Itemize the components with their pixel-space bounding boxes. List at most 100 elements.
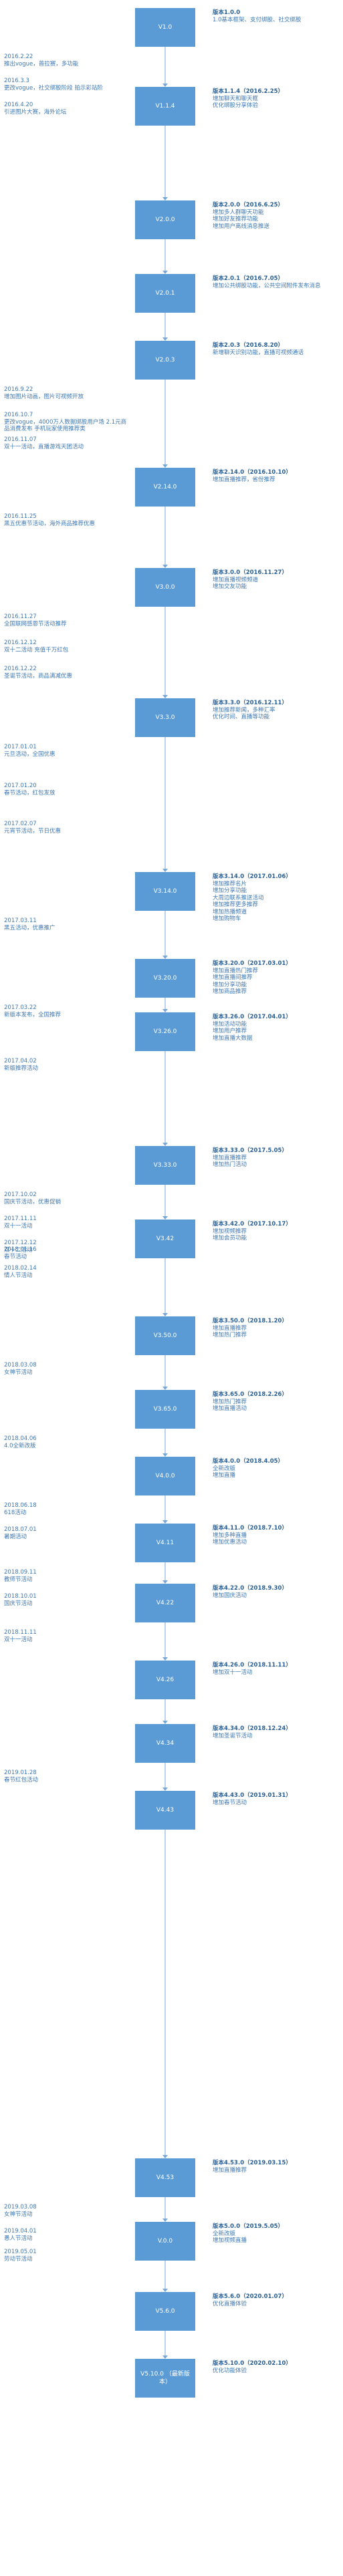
version-note-text: 增加直播视频频道 增加交友功能 bbox=[213, 576, 259, 591]
version-note-title: 版本2.0.1（2016.7.05） bbox=[213, 275, 284, 282]
version-note-text: 新增聊天识别功能，直播可视频通话 bbox=[213, 349, 304, 356]
version-node: V2.0.3 bbox=[135, 341, 195, 380]
version-note: 版本3.0.0（2016.11.27）增加直播视频频道 增加交友功能 bbox=[213, 569, 333, 591]
version-node: V5.10.0 （最新版本） bbox=[135, 2359, 195, 2398]
version-note-text: 增加视频推荐 增加会员功能 bbox=[213, 1228, 247, 1242]
version-note: 版本5.10.0（2020.02.10）优化功能体验 bbox=[213, 2360, 333, 2374]
timeline-connectors bbox=[162, 47, 168, 2359]
version-note: 版本3.26.0（2017.04.01）增加活动功能 增加用户推荐 增加直播大数… bbox=[213, 1014, 333, 1042]
event-note: 2016.12.22 圣诞节活动，商品满减优惠 bbox=[4, 666, 73, 680]
version-note-title: 版本3.33.0（2017.5.05） bbox=[213, 1147, 288, 1154]
version-note-text: 增加推荐新闻，多种汇率 优化时间、直播等功能 bbox=[213, 706, 275, 721]
version-node: V4.11 bbox=[135, 1524, 195, 1562]
version-note: 版本3.14.0（2017.01.06）增加推荐名片 增加分享功能 大周边联系推… bbox=[213, 873, 333, 923]
version-note-text: 全新改版 增加视频直播 bbox=[213, 2230, 247, 2245]
version-note: 版本4.53.0（2019.03.15）增加直播推荐 bbox=[213, 2160, 333, 2174]
connector-arrow bbox=[162, 1721, 168, 1724]
connector-arrow bbox=[162, 1216, 168, 1220]
event-note: 2016.2.22 推出vogue，普拉赛，多功能 bbox=[4, 53, 79, 67]
event-note: 2016.11.25 黑五优惠节活动，海外商品推荐优惠 bbox=[4, 513, 96, 527]
event-note: 2019.01.28 春节红包活动 bbox=[4, 1769, 39, 1783]
version-node: V3.42 bbox=[135, 1220, 195, 1258]
event-note: 2018.07.01 暑期活动 bbox=[4, 1526, 37, 1540]
version-note: 版本3.3.0（2016.12.11）增加推荐新闻，多种汇率 优化时间、直播等功… bbox=[213, 700, 333, 721]
version-note-title: 版本4.43.0（2019.01.31） bbox=[213, 1792, 292, 1799]
version-note-title: 版本4.26.0（2018.11.11） bbox=[213, 1662, 292, 1669]
version-note: 版本5.6.0（2020.01.07）优化直播体验 bbox=[213, 2293, 333, 2307]
version-note-text: 增加公共绑股功能，公共空间附件发布消息 bbox=[213, 282, 321, 289]
version-note: 版本2.0.0（2016.6.25）增加多人群聊天功能 增加好友推荐功能 增加用… bbox=[213, 202, 333, 230]
version-note: 版本4.0.0（2018.4.05）全新改版 增加直播 bbox=[213, 1458, 333, 1479]
version-note-title: 版本3.0.0（2016.11.27） bbox=[213, 569, 288, 576]
version-node: V4.43 bbox=[135, 1791, 195, 1830]
connector-arrow bbox=[162, 2155, 168, 2158]
version-note: 版本4.11.0（2018.7.10）增加多种直播 增加优惠活动 bbox=[213, 1525, 333, 1546]
version-note-title: 版本3.42.0（2017.10.17） bbox=[213, 1221, 292, 1228]
version-note-title: 版本2.0.0（2016.6.25） bbox=[213, 202, 284, 208]
event-note: 2017.01.20 春节活动，红包发放 bbox=[4, 782, 55, 797]
version-note: 版本2.14.0（2016.10.10）增加直播推荐，省份推荐 bbox=[213, 469, 333, 483]
version-note-title: 版本4.22.0（2018.9.30） bbox=[213, 1585, 288, 1592]
version-node: V4.53 bbox=[135, 2158, 195, 2197]
version-note-text: 增加直播推荐 增加热门活动 bbox=[213, 1154, 247, 1169]
version-note: 版本4.43.0（2019.01.31）增加春节活动 bbox=[213, 1792, 333, 1806]
version-note: 版本3.33.0（2017.5.05）增加直播推荐 增加热门活动 bbox=[213, 1147, 333, 1169]
connector-arrow bbox=[162, 956, 168, 959]
version-node: V3.26.0 bbox=[135, 1012, 195, 1051]
connector-arrow bbox=[162, 1453, 168, 1457]
event-note: 2018.04.06 4.0全新改版 bbox=[4, 1435, 37, 1449]
version-node: V2.0.1 bbox=[135, 274, 195, 313]
version-note-text: 增加多种直播 增加优惠活动 bbox=[213, 1532, 247, 1546]
connector-arrow bbox=[162, 1143, 168, 1146]
version-note-text: 增加直播推荐 bbox=[213, 2166, 247, 2174]
version-note-title: 版本3.14.0（2017.01.06） bbox=[213, 873, 292, 880]
version-note-title: 版本3.20.0（2017.03.01） bbox=[213, 960, 292, 967]
version-note-title: 版本4.11.0（2018.7.10） bbox=[213, 1525, 288, 1532]
version-note: 版本5.0.0（2019.5.05）全新改版 增加视频直播 bbox=[213, 2223, 333, 2245]
version-note-text: 增加双十一活动 bbox=[213, 1669, 253, 1676]
version-node: V3.50.0 bbox=[135, 1316, 195, 1355]
version-note-text: 增加聊天和聊天框 优化绑股分享体验 bbox=[213, 95, 259, 110]
version-note-text: 优化功能体验 bbox=[213, 2367, 247, 2374]
connector-arrow bbox=[162, 565, 168, 568]
connector-arrow bbox=[162, 197, 168, 200]
version-node: V3.20.0 bbox=[135, 959, 195, 998]
event-note: 2018.11.11 双十一活动 bbox=[4, 1629, 37, 1643]
event-note: 2018.06.18 618活动 bbox=[4, 1502, 37, 1516]
event-note: 2016.3.3 更改vogue，社交绑股阶段 拍示彩站阶 bbox=[4, 78, 103, 92]
connector-arrow bbox=[162, 1009, 168, 1012]
version-node: V4.22 bbox=[135, 1584, 195, 1622]
version-node: V5.6.0 bbox=[135, 2292, 195, 2331]
event-note: 2017.01.01 元旦活动，全国优惠 bbox=[4, 744, 55, 758]
event-note: 2016.4.20 引进图片大赛，海外论坛 bbox=[4, 102, 67, 116]
version-note-title: 版本2.0.3（2016.8.20） bbox=[213, 342, 284, 349]
version-node: V2.14.0 bbox=[135, 468, 195, 507]
connector-arrow bbox=[162, 271, 168, 274]
version-note-title: 版本3.50.0（2018.1.20） bbox=[213, 1318, 288, 1324]
version-node: V.0.0 bbox=[135, 2222, 195, 2261]
connector-arrow bbox=[162, 1787, 168, 1791]
connector-arrow bbox=[162, 1580, 168, 1584]
version-note-text: 增加活动功能 增加用户推荐 增加直播大数据 bbox=[213, 1020, 253, 1042]
version-note-text: 增加国庆活动 bbox=[213, 1592, 247, 1599]
version-note-text: 增加直播推荐，省份推荐 bbox=[213, 476, 275, 483]
connector-arrow bbox=[162, 1520, 168, 1524]
version-note: 版本2.0.3（2016.8.20）新增聊天识别功能，直播可视频通话 bbox=[213, 342, 333, 356]
event-note: 2018.09.11 教师节活动 bbox=[4, 1569, 37, 1583]
connector-arrow bbox=[162, 2355, 168, 2359]
version-note-title: 版本4.34.0（2018.12.24） bbox=[213, 1725, 292, 1732]
version-note-text: 优化直播体验 bbox=[213, 2300, 247, 2307]
event-note: 2016.12.12 双十二活动 充值千万红包 bbox=[4, 639, 69, 654]
version-node: V4.0.0 bbox=[135, 1457, 195, 1495]
version-note-text: 全新改版 增加直播 bbox=[213, 1465, 236, 1479]
connector-arrow bbox=[162, 2219, 168, 2222]
event-note: 2018.01.16 春节活动 bbox=[4, 1246, 37, 1260]
connector-arrow bbox=[162, 1387, 168, 1390]
version-note-title: 版本3.26.0（2017.04.01） bbox=[213, 1014, 292, 1020]
connector-arrow bbox=[162, 2289, 168, 2292]
version-node: V3.3.0 bbox=[135, 698, 195, 737]
version-note-text: 增加圣诞节活动 bbox=[213, 1732, 253, 1739]
connector-arrow bbox=[162, 464, 168, 468]
